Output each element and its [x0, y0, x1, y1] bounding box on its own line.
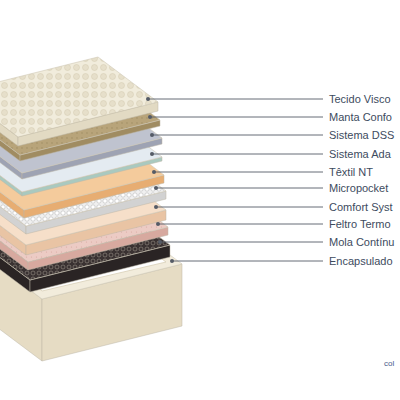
layer-label: Encapsulado: [329, 254, 393, 268]
leader-dot: [150, 133, 154, 137]
layer-label: Sistema Ada: [329, 147, 391, 161]
leader-dot: [154, 186, 158, 190]
leader-line: [154, 172, 323, 173]
leader-dot: [156, 222, 160, 226]
leader-line: [160, 242, 323, 243]
leader-line: [156, 207, 323, 208]
leader-line: [156, 188, 323, 189]
layer-label: Feltro Termo: [329, 217, 391, 231]
leader-line: [152, 154, 323, 155]
leader-dot: [146, 97, 150, 101]
leader-line: [148, 99, 323, 100]
layer-top: [0, 57, 158, 137]
leader-dot: [158, 240, 162, 244]
leader-dot: [152, 170, 156, 174]
leader-dot: [170, 259, 174, 263]
leader-line: [152, 135, 323, 136]
layer-label: Tecido Visco: [329, 92, 391, 106]
layer-label: Comfort Syst: [329, 200, 393, 214]
leader-dot: [148, 115, 152, 119]
leader-line: [158, 224, 323, 225]
brand-text: col: [384, 359, 394, 369]
layer-label: Manta Confo: [329, 110, 392, 124]
layer-label: Sistema DSS: [329, 128, 394, 142]
leader-dot: [150, 152, 154, 156]
layer-label: Mola Contínu: [329, 235, 394, 249]
leader-dot: [154, 205, 158, 209]
mattress-layer: [0, 57, 158, 146]
leader-line: [172, 261, 323, 262]
layer-label: Micropocket: [329, 181, 388, 195]
leader-line: [150, 117, 323, 118]
layer-label: Têxtil NT: [329, 165, 373, 179]
